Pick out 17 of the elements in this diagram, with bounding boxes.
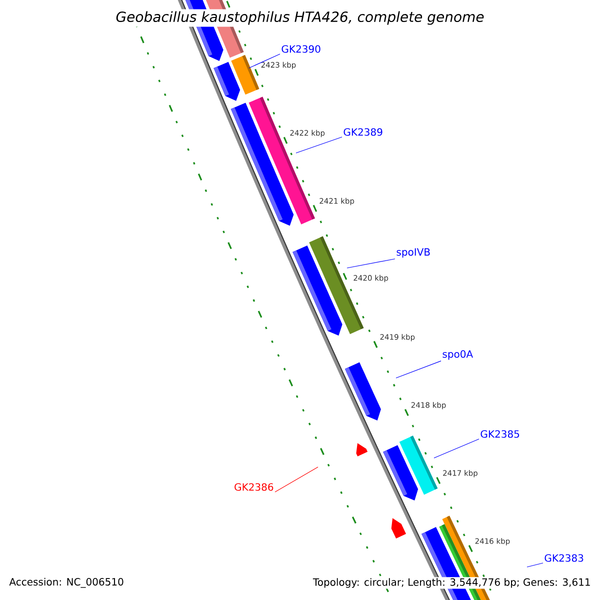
genome-info-text: Topology: circular; Length: 3,544,776 bp; Genes: 3,611: [312, 577, 592, 589]
gene-label: spoIVB: [396, 248, 430, 258]
gene-label: GK2383: [544, 554, 584, 562]
leader-line: [296, 136, 342, 154]
leader-line: [526, 562, 544, 568]
gene-label: GK2390: [282, 45, 320, 53]
title: Geobacillus kaustophilus HTA426, complete genome: [114, 9, 486, 27]
leader-line: [434, 438, 480, 458]
leader-line: [274, 466, 318, 492]
leader-line: [346, 258, 396, 268]
leader-line: [396, 360, 442, 378]
leader-line: [248, 54, 280, 68]
gene-label: GK2389: [344, 128, 382, 136]
gene-label: GK2385: [480, 430, 520, 438]
accession-text: Accession: NC_006510: [8, 576, 125, 589]
gene-label: spo0A: [442, 350, 473, 360]
gene-label: GK2386: [234, 483, 274, 491]
